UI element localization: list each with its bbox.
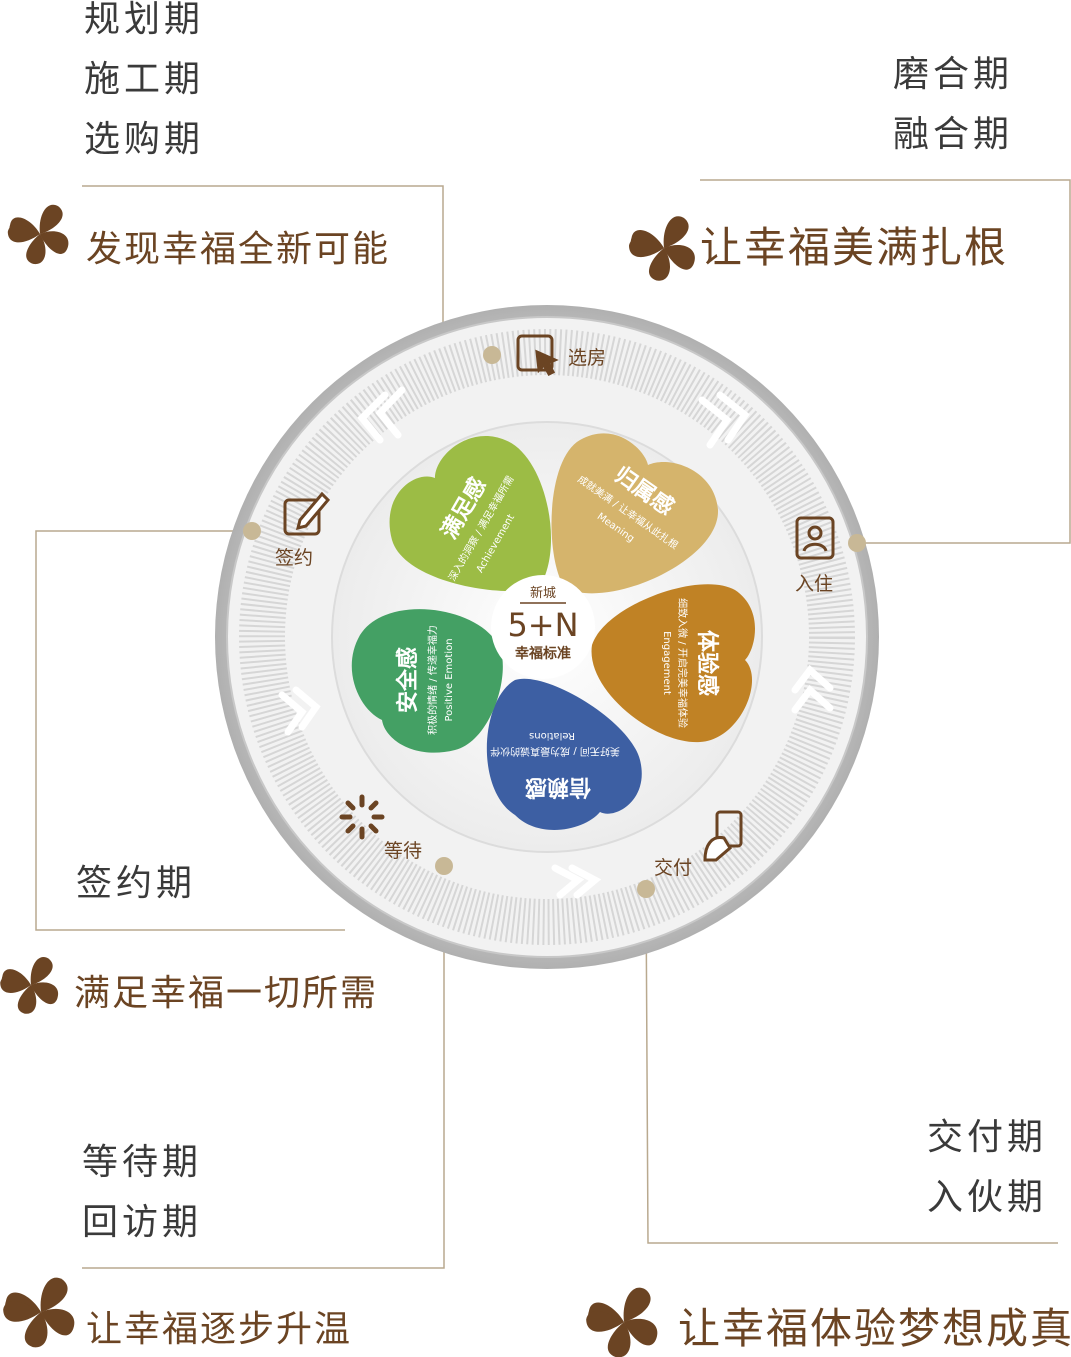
- stages-bottom-left: 等待期 回访期: [82, 1133, 202, 1253]
- stages-bottom-right: 交付期 入伙期: [927, 1108, 1047, 1228]
- stage-purchase: 选购期: [84, 119, 205, 160]
- petal-title-trust: 信赖感: [525, 774, 591, 800]
- stage-signing: 签约期: [76, 863, 197, 904]
- connector-wait: [82, 866, 445, 1269]
- petal-sub-en-security: Positive Emotion: [444, 638, 455, 721]
- connector-dots: [243, 346, 866, 898]
- petal-belonging: 归属感 成就美满 / 让幸福从此扎根 Meaning: [551, 433, 719, 594]
- clover-icon-bottom-left: [3, 1277, 75, 1348]
- slogan-top-right: 让幸福美满扎根: [700, 223, 1009, 272]
- slogan-bottom-left: 让幸福逐步升温: [86, 1309, 353, 1350]
- hand-key-icon: [703, 810, 743, 862]
- petal-title-security: 安全感: [395, 647, 421, 713]
- chevron-upper-left: [357, 386, 406, 444]
- center-bottom-text: 幸福标准: [515, 645, 571, 662]
- stage-planning: 规划期: [84, 0, 205, 40]
- connector-deliver: [645, 888, 1058, 1244]
- clover-icon-top-left: [7, 204, 69, 265]
- ring-label-move-in: 入住: [795, 573, 833, 595]
- petal-sub-cn-trust: 美好无间 / 成为最真诚的伙伴: [490, 745, 620, 758]
- petal-security: 安全感 积极的情绪 / 传递幸福力 Positive Emotion: [351, 609, 503, 753]
- dot-wait: [435, 857, 453, 875]
- clover-icon-mid-left: [0, 957, 59, 1014]
- ring-label-sign: 签约: [275, 547, 313, 569]
- direction-chevrons: [278, 386, 834, 899]
- petal-trust: 信赖感 美好无间 / 成为最真诚的伙伴 Relations: [486, 678, 642, 830]
- stages-top-left: 规划期 施工期 选购期: [84, 0, 204, 170]
- petal-satisfaction: 满足感 深入的洞察 / 满足幸福所需 Achievement: [389, 435, 552, 592]
- stage-revisit: 回访期: [82, 1202, 203, 1243]
- dot-move-in: [848, 534, 866, 552]
- petal-experience: 体验感 细致入微 / 开启完美幸福体验 Engagement: [591, 584, 755, 743]
- ring-label-deliver: 交付: [654, 857, 692, 879]
- stages-top-right: 磨合期 融合期: [893, 45, 1013, 165]
- ring-icons: [283, 334, 835, 862]
- loading-icon: [339, 794, 385, 840]
- clover-icon-bottom-right: [586, 1287, 658, 1357]
- petal-sub-en-trust: Relations: [529, 730, 575, 741]
- petal-title-experience: 体验感: [694, 630, 720, 696]
- stage-move-in: 入伙期: [927, 1177, 1048, 1218]
- chevron-bottom: [551, 864, 602, 899]
- ring-label-wait: 等待: [384, 840, 422, 862]
- dot-select: [483, 346, 501, 364]
- ring-hatching: [239, 329, 855, 945]
- petal-sub-cn-experience: 细致入微 / 开启完美幸福体验: [676, 598, 689, 728]
- dot-sign: [243, 522, 261, 540]
- slogan-top-left: 发现幸福全新可能: [86, 229, 391, 270]
- chevron-upper-right: [698, 391, 750, 449]
- stage-integration: 融合期: [893, 114, 1014, 155]
- edit-icon: [283, 491, 331, 536]
- center-logo: 5+N: [507, 606, 578, 644]
- user-card-icon: [795, 516, 835, 560]
- ring-label-select: 选房: [568, 347, 606, 369]
- chevron-right: [791, 664, 834, 714]
- connector-move-in: [700, 179, 1071, 544]
- dot-deliver: [637, 880, 655, 898]
- slogan-bottom-right: 让幸福体验梦想成真: [678, 1304, 1071, 1353]
- stage-construction: 施工期: [84, 59, 205, 100]
- petal-sub-cn-security: 积极的情绪 / 传递幸福力: [426, 625, 439, 735]
- slogan-mid-left: 满足幸福一切所需: [74, 973, 379, 1014]
- stage-waiting: 等待期: [82, 1142, 203, 1183]
- chevron-left: [278, 686, 321, 736]
- petal-sub-en-experience: Engagement: [661, 631, 672, 695]
- stage-adaptation: 磨合期: [893, 54, 1014, 95]
- center-top-text: 新城: [530, 585, 556, 601]
- stage-delivery: 交付期: [927, 1117, 1048, 1158]
- connector-sign: [35, 530, 345, 931]
- cursor-icon: [516, 334, 559, 376]
- clover-icon-top-right: [629, 216, 695, 281]
- petals: 满足感 深入的洞察 / 满足幸福所需 Achievement 归属感 成就美满 …: [351, 433, 755, 830]
- stages-mid-left: 签约期: [76, 854, 196, 914]
- center-badge: 新城 5+N 幸福标准: [491, 575, 595, 679]
